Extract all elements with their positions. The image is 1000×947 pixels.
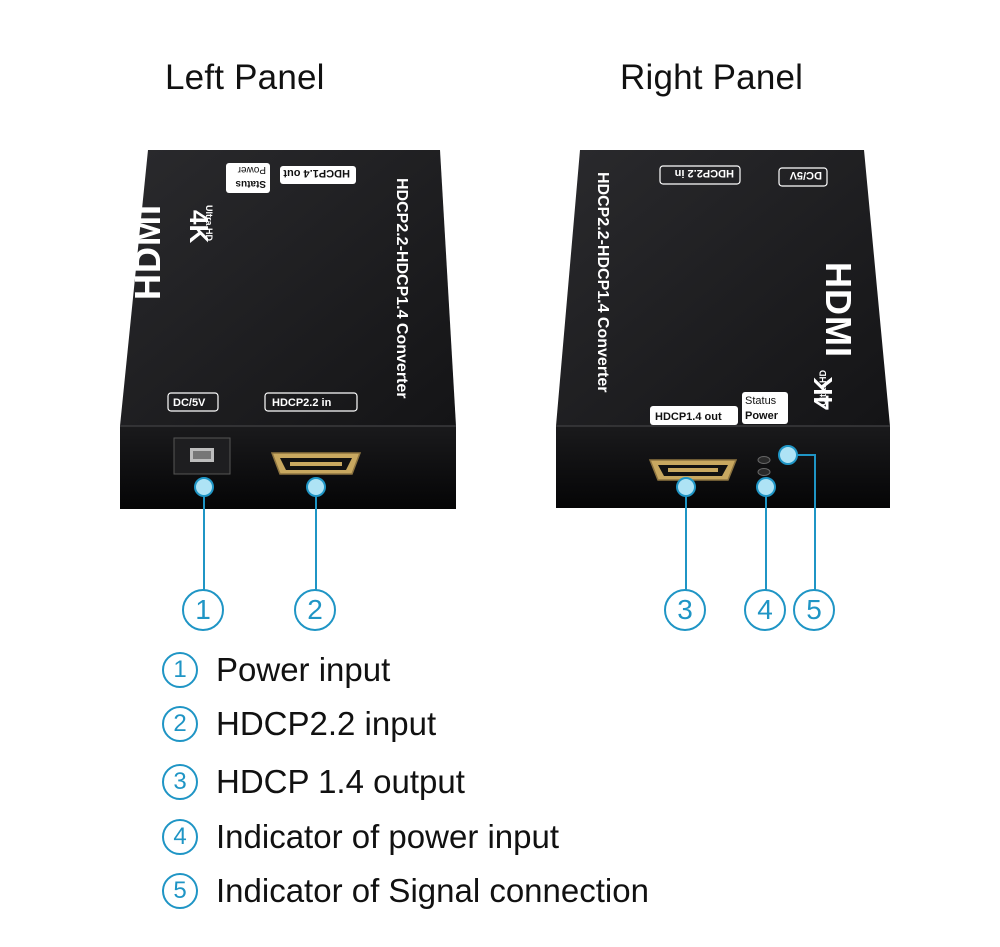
left-device: HDMI 4K Ultra HD HDCP1.4 out Status Powe… [120,150,456,509]
callout-5-marker: 5 [793,589,835,631]
right-hdmi-logo: HDMI [818,262,859,358]
left-device-top [120,150,456,426]
callout-3-marker: 3 [664,589,706,631]
right-hdmi-port [648,459,738,481]
legend-label-4: Indicator of power input [216,818,560,855]
right-device-name: HDCP2.2-HDCP1.4 Converter [594,172,611,393]
left-4k-badge: 4K [184,210,214,243]
power-led [757,468,771,476]
callout-dots [194,445,798,497]
legend-label-5: Indicator of Signal connection [216,872,649,909]
right-device-top [556,150,890,426]
left-ultrahd-label: Ultra HD [204,205,214,242]
left-top-label-status: Status [235,178,266,189]
legend-label-2: HDCP2.2 input [216,705,437,742]
callout-2-marker: 2 [294,589,336,631]
right-top-label-dc5v: DC/5V [789,169,822,181]
legend-item-2: 2 HDCP2.2 input [162,704,436,744]
left-top-label-out: HDCP1.4 out [283,167,350,179]
legend-num-1: 1 [162,652,198,688]
left-panel-title: Left Panel [165,58,325,97]
left-device-name: HDCP2.2-HDCP1.4 Converter [393,178,410,399]
callout-1-marker: 1 [182,589,224,631]
legend-num-4: 4 [162,819,198,855]
callout-4-marker: 4 [744,589,786,631]
right-device: HDCP2.2 in DC/5V HDCP2.2-HDCP1.4 Convert… [556,150,890,508]
legend-item-1: 1 Power input [162,650,390,690]
legend-num-3: 3 [162,764,198,800]
left-label-dc5v: DC/5V [173,397,206,409]
callout-lines [203,454,816,590]
legend-item-4: 4 Indicator of power input [162,817,559,857]
legend-num-5: 5 [162,873,198,909]
right-label-hdcp14out: HDCP1.4 out [655,411,722,423]
legend-label-3: HDCP 1.4 output [216,763,465,800]
left-label-hdcp22in: HDCP2.2 in [272,397,332,409]
legend-num-2: 2 [162,706,198,742]
right-label-status: Status [745,395,777,407]
right-top-label-in: HDCP2.2 in [674,167,734,179]
status-led [757,456,771,464]
right-4k-badge: 4K [808,377,838,410]
legend-label-1: Power input [216,651,391,688]
left-hdmi-port [270,452,362,475]
right-panel-title: Right Panel [620,58,804,97]
legend-item-3: 3 HDCP 1.4 output [162,762,465,802]
left-hdmi-logo: HDMI [127,204,168,300]
legend-item-5: 5 Indicator of Signal connection [162,871,649,911]
right-ultrahd-label: Ultra HD [818,369,828,406]
right-label-power: Power [745,410,779,422]
dc-power-jack [173,437,231,475]
left-top-label-power: Power [237,164,266,175]
